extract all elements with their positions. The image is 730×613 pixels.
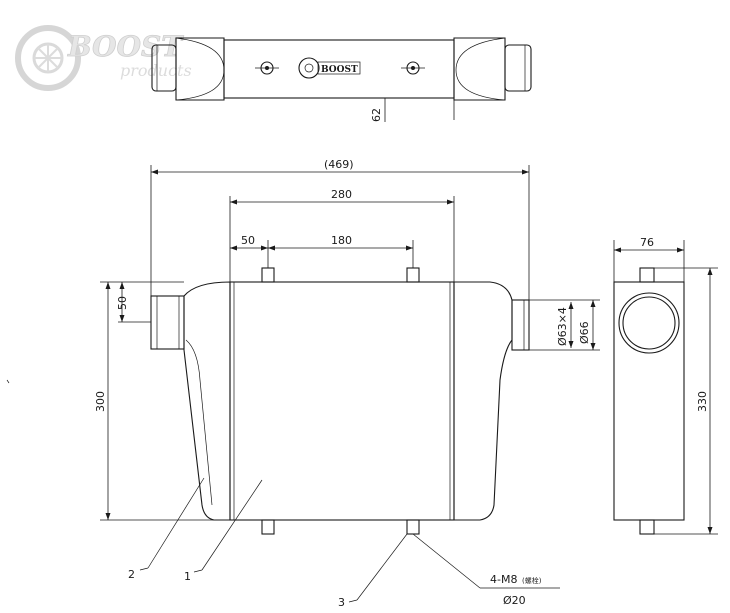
callout-part-1: 1 (184, 570, 191, 583)
dim-mount-spacing: 180 (331, 234, 352, 247)
callout-part-2: 2 (128, 568, 135, 581)
dim-depth: 62 (370, 108, 383, 122)
callouts: 2 1 3 4-M8 (螺栓) Ø20 (6, 379, 560, 609)
dim-overall-width: (469) (324, 158, 354, 171)
side-view: 76 330 (613, 236, 718, 535)
dim-core-width: 280 (331, 188, 352, 201)
watermark-brand: BOOST (67, 30, 184, 63)
watermark-logo: BOOST products (15, 25, 192, 91)
dim-inlet-offset: 50 (116, 296, 129, 310)
dim-pipe-inner: Ø63×4 (556, 307, 569, 346)
top-view-emblem: BOOST (298, 57, 361, 79)
callout-thread: 4-M8 (490, 573, 517, 586)
callout-boss-dia: Ø20 (503, 594, 526, 607)
dim-height: 300 (94, 391, 107, 412)
dim-offset: 50 (241, 234, 255, 247)
front-view (150, 267, 530, 535)
watermark-sub: products (120, 61, 192, 80)
callout-thread-note: (螺栓) (522, 576, 542, 585)
emblem-text: BOOST (321, 65, 358, 75)
dim-pipe-outer: Ø66 (578, 321, 591, 344)
dim-side-width: 76 (640, 236, 654, 249)
dim-side-height: 330 (696, 391, 709, 412)
front-dimensions: (469) 280 50 180 300 50 Ø63×4 Ø66 (94, 158, 600, 521)
callout-part-3: 3 (338, 596, 345, 609)
top-view: BOOST 62 (151, 37, 532, 122)
